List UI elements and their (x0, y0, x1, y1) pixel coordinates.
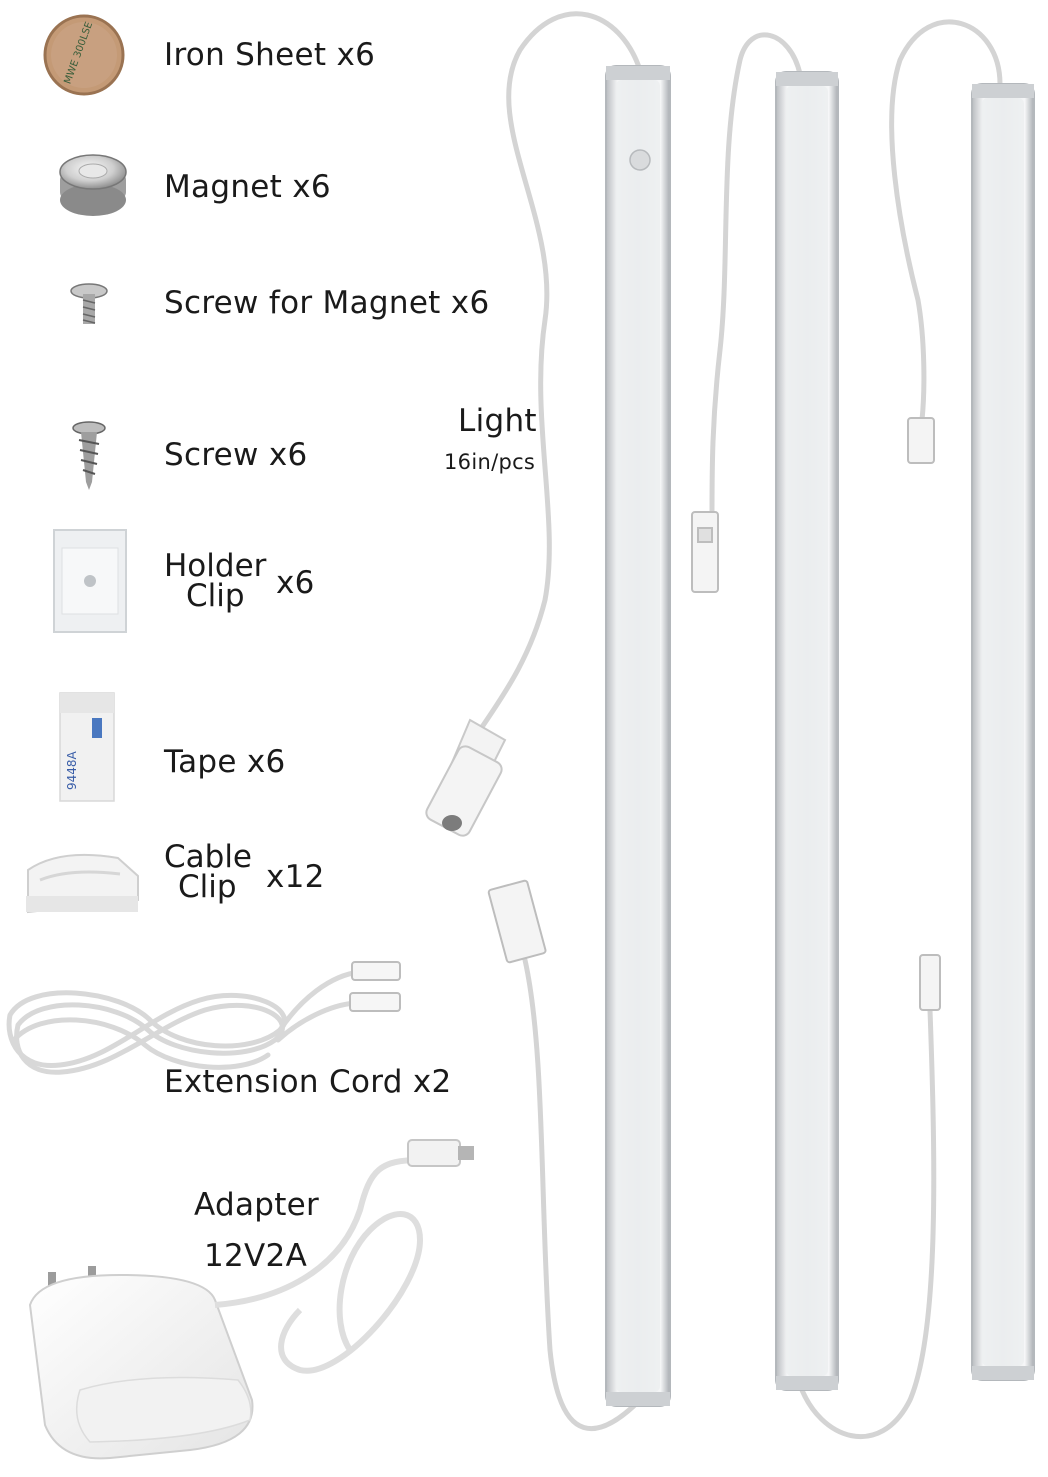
extension-cord-icon (6, 969, 363, 1075)
adapter-icon (28, 1139, 474, 1460)
magnet-label: Magnet x6 (164, 169, 331, 205)
tape-label: Tape x6 (164, 744, 286, 780)
holder-clip-label-line1: Holder (164, 548, 267, 584)
screw-for-magnet-label: Screw for Magnet x6 (164, 285, 490, 321)
tape-icon: 9448A (59, 692, 115, 802)
tape-print: 9448A (65, 750, 79, 790)
light-bar-2 (775, 71, 839, 1391)
holder-clip-label: Holder Clip (164, 548, 267, 614)
light-spec-label: 16in/pcs (444, 450, 536, 474)
screw-label: Screw x6 (164, 437, 308, 473)
light-bar-1 (605, 65, 671, 1407)
magnet-icon (59, 154, 127, 216)
light-cables (477, 11, 1003, 1440)
adapter-label: Adapter (194, 1187, 320, 1223)
cable-clip-label: Cable Clip (164, 839, 253, 905)
adapter-spec-label: 12V2A (204, 1238, 308, 1274)
cable-clip-label-line2: Clip (178, 869, 237, 905)
dc-connector-icon (425, 718, 507, 837)
light-bar-3 (971, 83, 1035, 1381)
holder-clip-icon (53, 529, 127, 633)
iron-sheet-label: Iron Sheet x6 (164, 37, 376, 73)
iron-sheet-icon: MWE 300LSE (43, 14, 125, 96)
cable-clip-qty: x12 (266, 859, 325, 895)
cable-connector-icon (487, 417, 941, 1011)
holder-clip-label-line2: Clip (186, 578, 245, 614)
cable-clip-label-line1: Cable (164, 839, 253, 875)
holder-clip-qty: x6 (276, 565, 315, 601)
small-screw-icon (70, 283, 108, 324)
cable-clip-icon (26, 853, 139, 914)
extension-cord-plug-icon (349, 961, 401, 1012)
extension-cord-label: Extension Cord x2 (164, 1064, 452, 1100)
screw-icon (72, 421, 106, 490)
light-label: Light (458, 403, 537, 439)
